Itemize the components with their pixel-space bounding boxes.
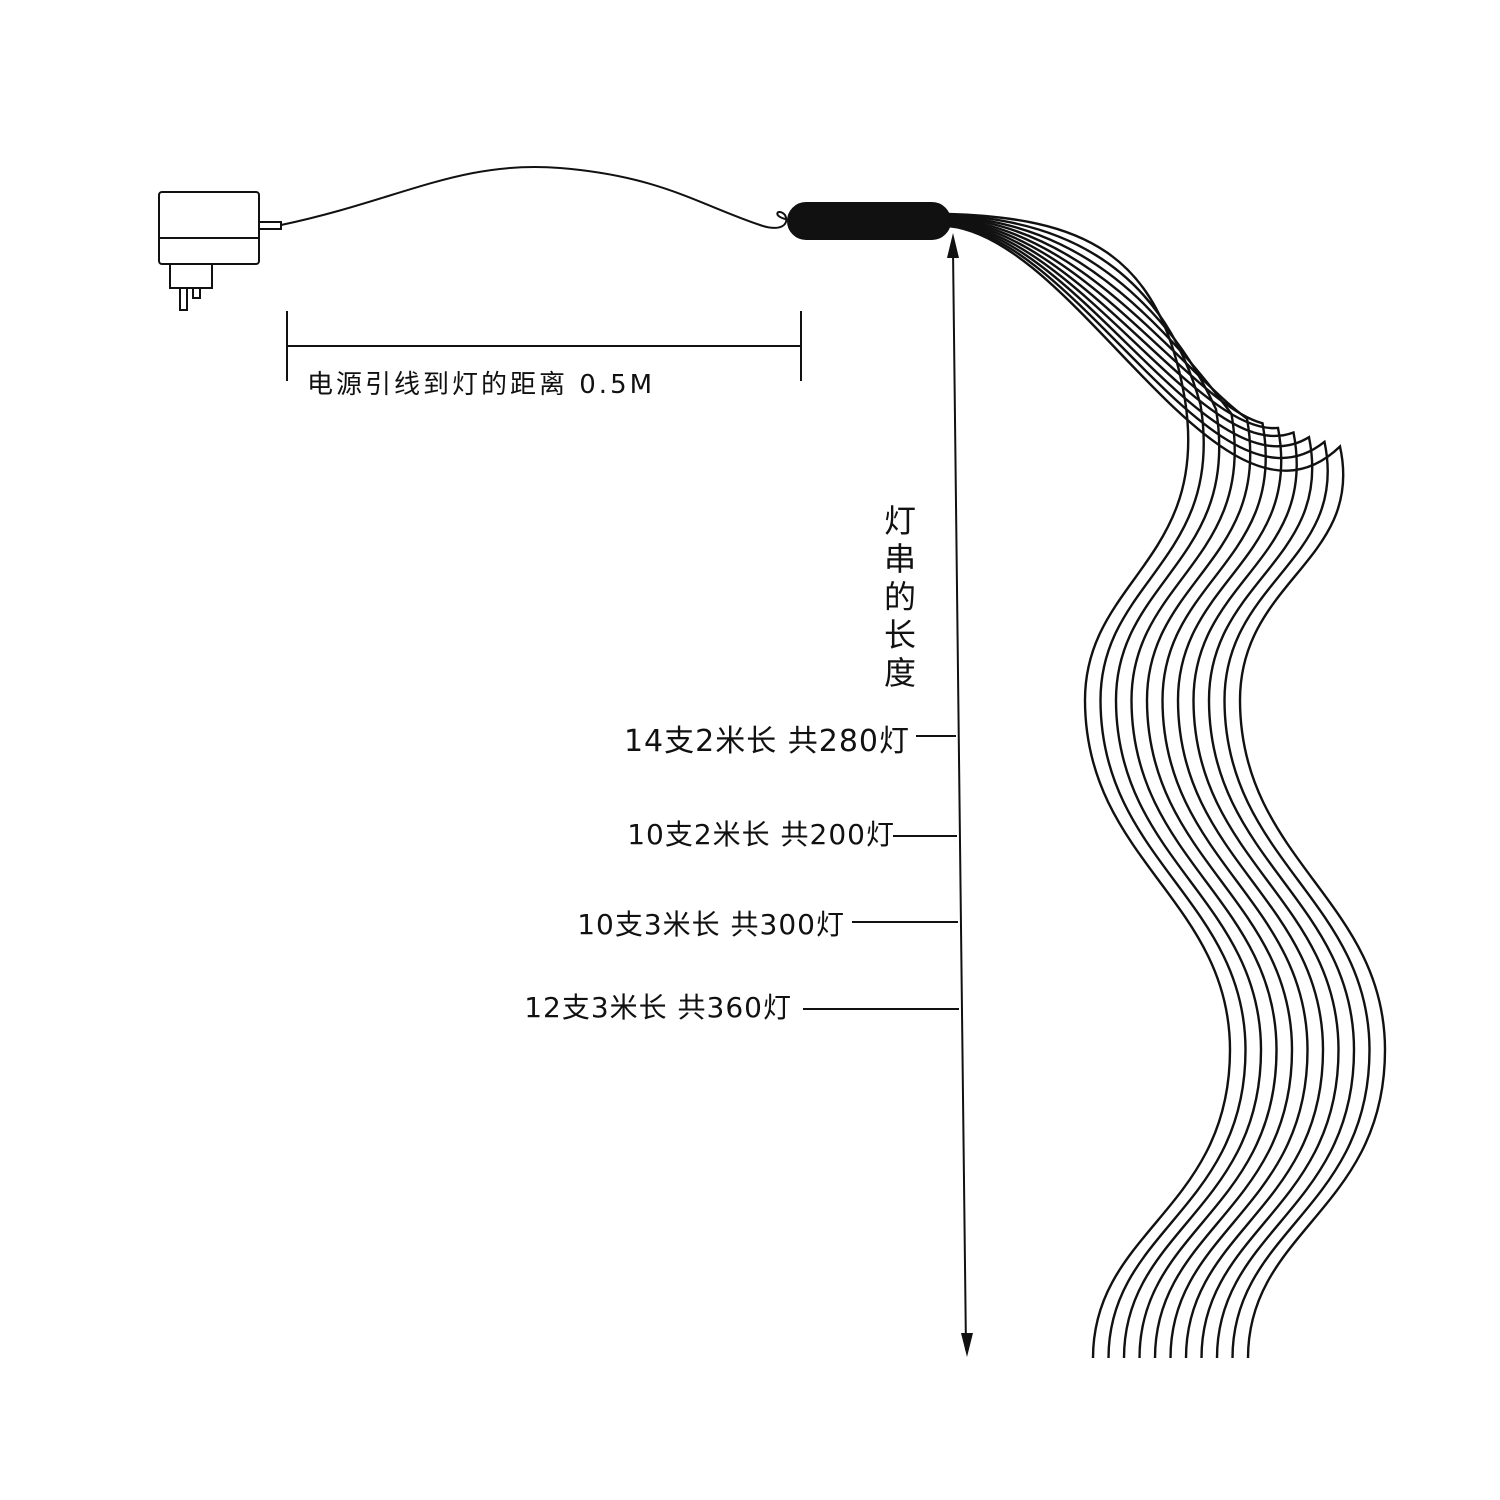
lead-cable <box>280 166 791 229</box>
light-strand <box>947 215 1263 1359</box>
light-strand <box>947 214 1247 1359</box>
light-strand <box>947 224 1387 1359</box>
controller-box <box>787 202 951 240</box>
spec-label: 14支2米长 共280灯 <box>623 724 910 759</box>
light-strand <box>947 220 1325 1359</box>
string-length-char: 的 <box>883 578 916 616</box>
length-arrow-head-top <box>947 233 959 258</box>
lead-distance-label: 电源引线到灯的距离 0.5M <box>307 370 656 400</box>
light-strand <box>947 221 1340 1359</box>
light-strand <box>947 217 1294 1359</box>
spec-label: 10支3米长 共300灯 <box>577 908 845 941</box>
string-length-char: 灯 <box>883 502 916 540</box>
light-strands <box>947 212 1387 1359</box>
string-length-char: 长 <box>883 616 916 654</box>
length-arrow-head-bottom <box>961 1333 973 1357</box>
light-strand <box>947 218 1309 1359</box>
light-strand <box>947 222 1356 1359</box>
adapter-plug-base <box>169 263 213 289</box>
adapter-body <box>158 191 260 265</box>
power-adapter <box>158 191 282 311</box>
light-strand <box>947 212 1232 1359</box>
length-arrow-line <box>952 249 967 1351</box>
length-arrow <box>947 233 973 1357</box>
adapter-pin-2 <box>192 287 201 299</box>
string-length-label: 灯 串 的 长 度 <box>878 502 922 692</box>
spec-label: 10支2米长 共200灯 <box>627 818 895 851</box>
spec-label: 12支3米长 共360灯 <box>524 991 792 1024</box>
string-length-char: 度 <box>883 654 916 692</box>
light-strand <box>947 216 1278 1359</box>
adapter-pin <box>179 287 188 311</box>
adapter-cord-stub <box>258 221 282 230</box>
lead-dimension <box>286 311 802 381</box>
light-strand <box>947 223 1371 1359</box>
spec-leaders <box>803 735 959 1010</box>
string-length-char: 串 <box>883 540 916 578</box>
